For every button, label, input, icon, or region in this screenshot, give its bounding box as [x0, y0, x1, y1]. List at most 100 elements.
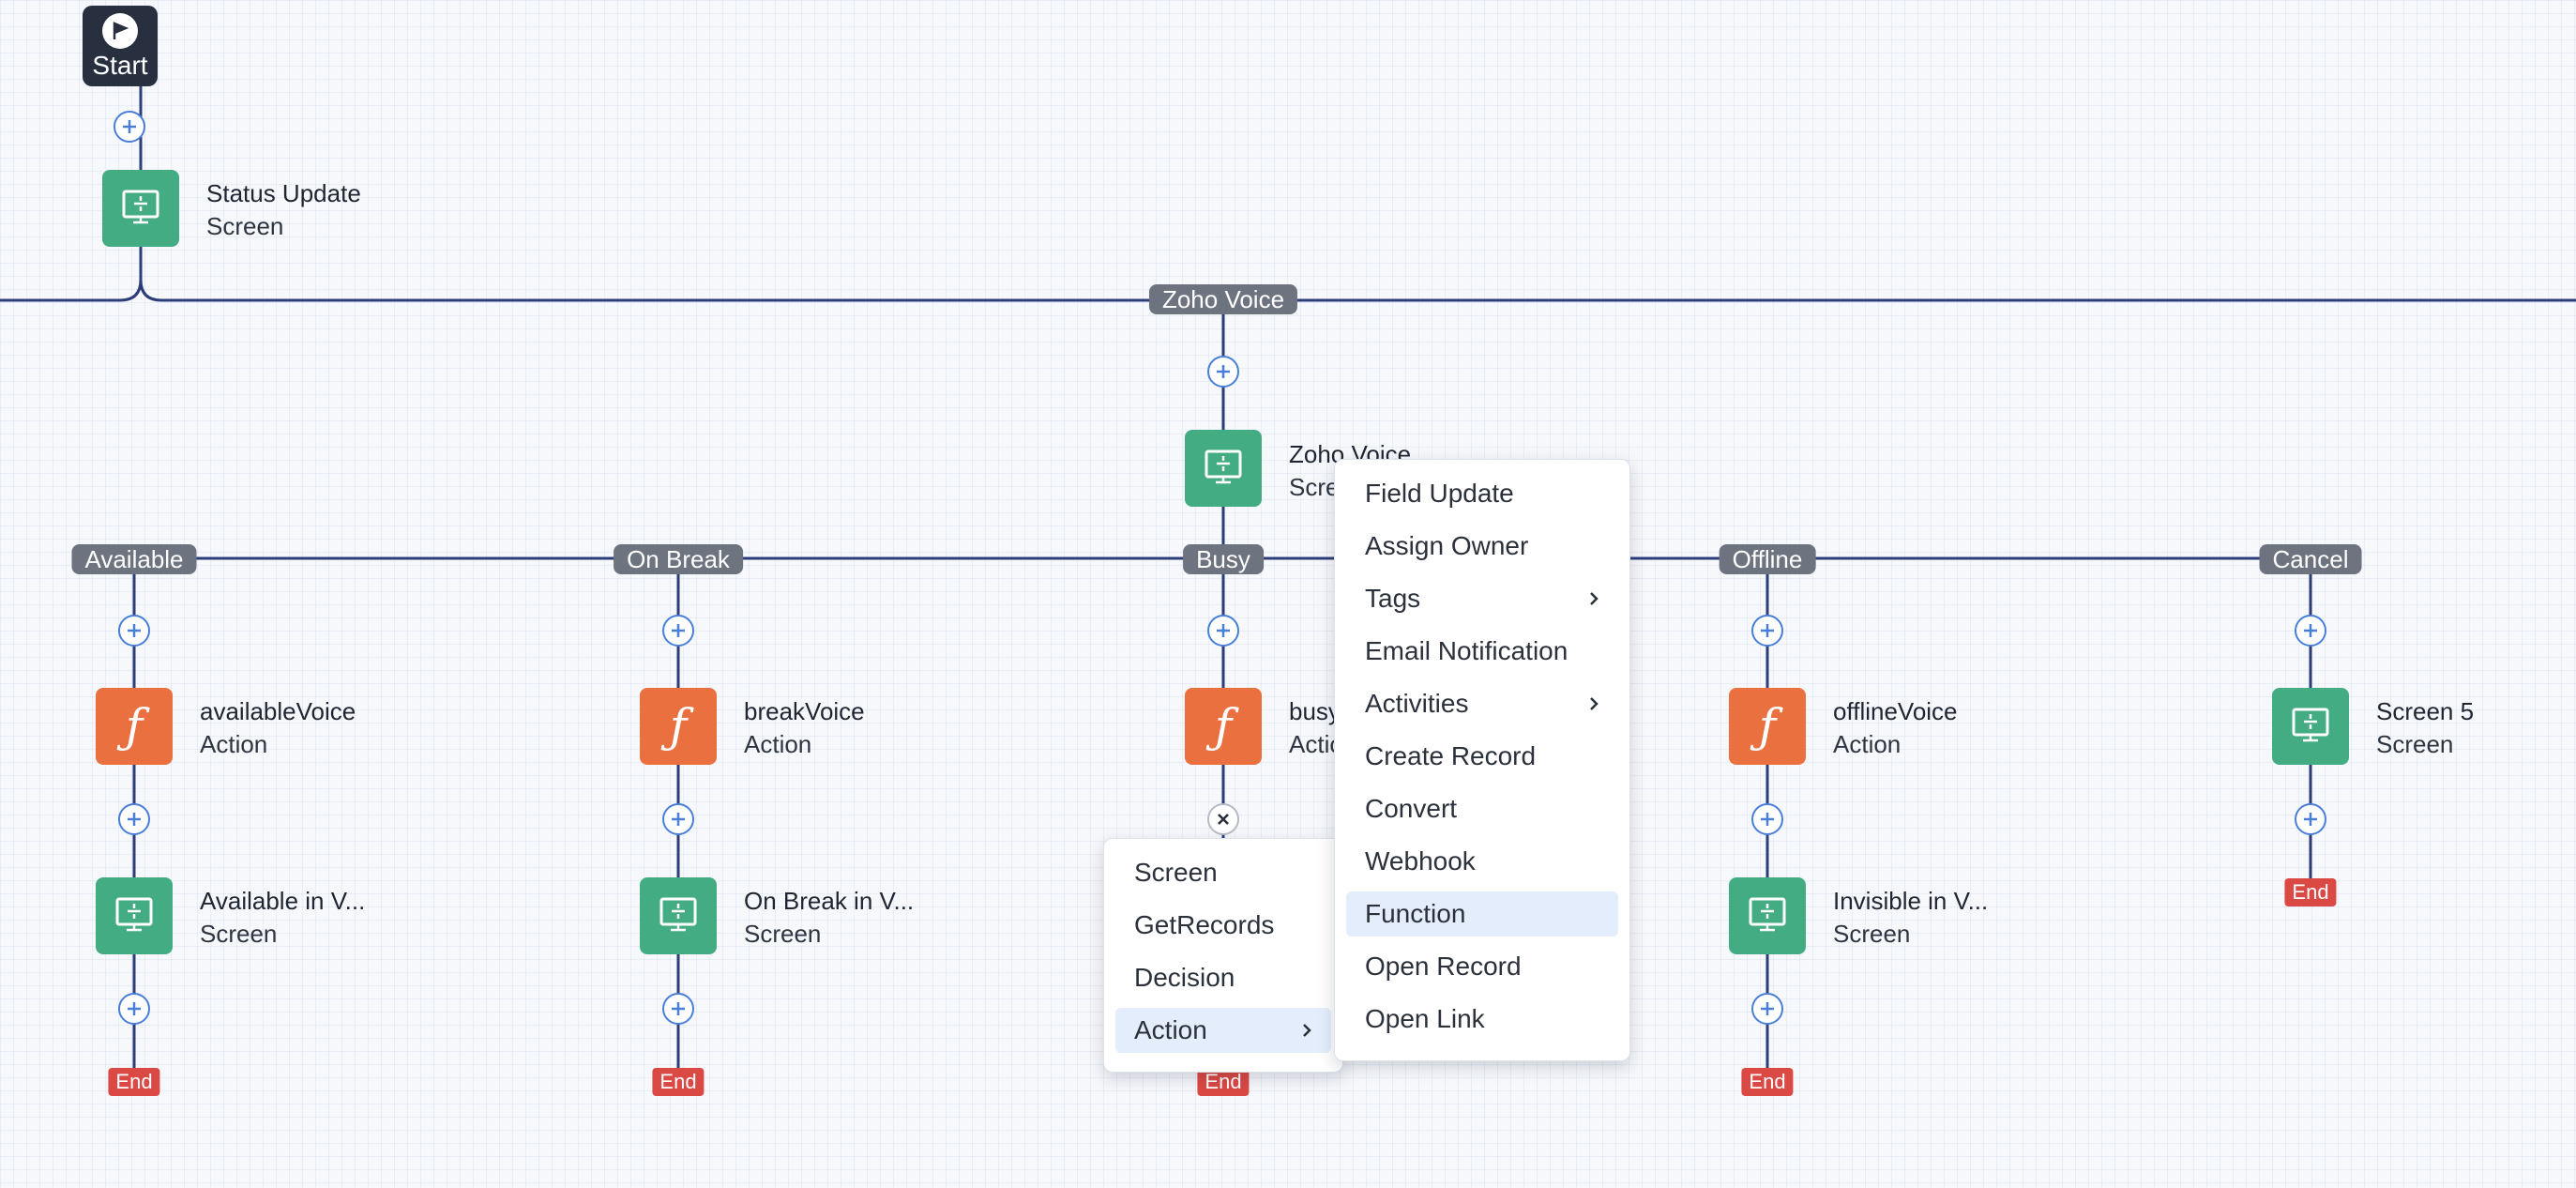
branch-label-busy[interactable]: Busy — [1183, 544, 1264, 574]
add-step-button[interactable] — [2295, 615, 2326, 647]
on-break-in-voice-node[interactable] — [640, 877, 717, 954]
break-voice-action-node[interactable]: ƒ — [640, 688, 717, 765]
chevron-right-icon — [1590, 592, 1599, 605]
status-update-label: Status Update Screen — [206, 179, 361, 241]
available-voice-label: availableVoice Action — [200, 697, 356, 759]
menu-item-convert[interactable]: Convert — [1346, 786, 1618, 831]
close-icon — [1218, 814, 1229, 825]
node-title: availableVoice — [200, 697, 356, 725]
menu-item-label: Tags — [1365, 584, 1421, 613]
plus-icon — [1217, 365, 1230, 378]
menu-item-function[interactable]: Function — [1346, 891, 1618, 937]
add-step-button[interactable] — [118, 803, 150, 835]
busy-voice-action-node[interactable]: ƒ — [1185, 688, 1262, 765]
add-step-button[interactable] — [1207, 615, 1239, 647]
branch-label-on-break[interactable]: On Break — [614, 544, 743, 574]
node-subtitle: Screen — [2376, 730, 2454, 758]
node-title: Available in V... — [200, 887, 366, 915]
offline-voice-action-node[interactable]: ƒ — [1729, 688, 1806, 765]
menu-item-webhook[interactable]: Webhook — [1346, 839, 1618, 884]
close-add-menu-button[interactable] — [1207, 803, 1239, 835]
menu-item-create-record[interactable]: Create Record — [1346, 734, 1618, 779]
menu-item-open-record[interactable]: Open Record — [1346, 944, 1618, 989]
menu-item-screen[interactable]: Screen — [1115, 850, 1331, 895]
screen-icon — [115, 897, 153, 932]
plus-icon — [672, 1002, 685, 1015]
add-step-button[interactable] — [1751, 803, 1783, 835]
menu-item-assign-owner[interactable]: Assign Owner — [1346, 524, 1618, 569]
menu-item-label: Open Link — [1365, 1004, 1485, 1033]
chevron-right-icon — [1303, 1024, 1311, 1037]
plus-icon — [128, 624, 141, 637]
menu-item-decision[interactable]: Decision — [1115, 955, 1331, 1000]
plus-icon — [1761, 624, 1774, 637]
menu-item-label: Function — [1365, 899, 1466, 928]
node-subtitle: Screen — [200, 920, 278, 948]
menu-item-label: Screen — [1134, 858, 1218, 887]
menu-item-label: Field Update — [1365, 479, 1514, 508]
branch-label-cancel[interactable]: Cancel — [2259, 544, 2362, 574]
end-badge: End — [2284, 878, 2337, 906]
start-node[interactable]: Start — [83, 6, 158, 86]
plus-icon — [128, 813, 141, 826]
screen-5-node[interactable] — [2272, 688, 2349, 765]
menu-item-getrecords[interactable]: GetRecords — [1115, 903, 1331, 948]
node-title: offlineVoice — [1833, 697, 1958, 725]
menu-item-label: Action — [1134, 1015, 1207, 1044]
function-icon: ƒ — [669, 699, 688, 754]
end-badge: End — [108, 1068, 160, 1096]
start-label: Start — [92, 51, 148, 80]
menu-item-label: Create Record — [1365, 741, 1537, 770]
add-step-button[interactable] — [1751, 615, 1783, 647]
menu-item-label: GetRecords — [1134, 910, 1275, 939]
screen-icon — [122, 190, 159, 224]
screen-icon — [1205, 449, 1242, 484]
menu-item-label: Convert — [1365, 794, 1458, 823]
available-in-voice-node[interactable] — [96, 877, 173, 954]
menu-item-open-link[interactable]: Open Link — [1346, 997, 1618, 1042]
add-step-button[interactable] — [1751, 993, 1783, 1025]
menu-item-tags[interactable]: Tags — [1346, 576, 1618, 621]
menu-item-label: Email Notification — [1365, 636, 1568, 665]
add-step-button[interactable] — [1207, 356, 1239, 388]
screen-5-label: Screen 5 Screen — [2376, 697, 2474, 759]
add-step-button[interactable] — [662, 803, 694, 835]
function-icon: ƒ — [125, 699, 144, 754]
add-step-button[interactable] — [662, 993, 694, 1025]
menu-item-label: Webhook — [1365, 846, 1476, 876]
menu-item-email-notification[interactable]: Email Notification — [1346, 629, 1618, 674]
add-step-button[interactable] — [2295, 803, 2326, 835]
node-subtitle: Action — [744, 730, 812, 758]
status-update-node[interactable] — [102, 170, 179, 247]
end-badge: End — [1741, 1068, 1794, 1096]
invisible-in-voice-node[interactable] — [1729, 877, 1806, 954]
menu-item-label: Decision — [1134, 963, 1235, 992]
add-step-button[interactable] — [118, 615, 150, 647]
function-icon: ƒ — [1214, 699, 1233, 754]
branch-label-zoho-voice[interactable]: Zoho Voice — [1148, 284, 1298, 314]
menu-item-field-update[interactable]: Field Update — [1346, 471, 1618, 516]
menu-item-label: Assign Owner — [1365, 531, 1529, 560]
node-title: Screen 5 — [2376, 697, 2475, 725]
plus-icon — [672, 624, 685, 637]
menu-item-action[interactable]: Action — [1115, 1008, 1331, 1053]
zoho-voice-node[interactable] — [1185, 430, 1262, 507]
menu-item-activities[interactable]: Activities — [1346, 681, 1618, 726]
branch-label-offline[interactable]: Offline — [1719, 544, 1816, 574]
plus-icon — [2304, 624, 2317, 637]
branch-label-available[interactable]: Available — [71, 544, 197, 574]
plus-icon — [1761, 813, 1774, 826]
node-title: breakVoice — [744, 697, 865, 725]
node-subtitle: Action — [1833, 730, 1902, 758]
break-voice-label: breakVoice Action — [744, 697, 865, 759]
available-voice-action-node[interactable]: ƒ — [96, 688, 173, 765]
on-break-in-voice-label: On Break in V... Screen — [744, 887, 914, 949]
node-title: Invisible in V... — [1833, 887, 1989, 915]
offline-voice-label: offlineVoice Action — [1833, 697, 1958, 759]
action-submenu: Field Update Assign Owner Tags Email Not… — [1334, 459, 1630, 1061]
screen-icon — [1749, 897, 1786, 932]
add-step-button[interactable] — [118, 993, 150, 1025]
add-step-button[interactable] — [114, 111, 145, 143]
add-step-button[interactable] — [662, 615, 694, 647]
available-in-voice-label: Available in V... Screen — [200, 887, 365, 949]
